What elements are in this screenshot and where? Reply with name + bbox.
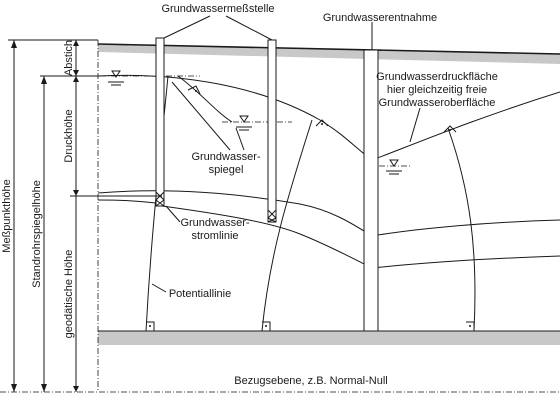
base-layer-band	[98, 331, 560, 345]
dimension-standrohrspiegelhoehe	[40, 75, 98, 392]
extraction-well	[363, 49, 379, 332]
water-level-symbol-1	[108, 70, 124, 86]
label-spiegel-2: spiegel	[209, 164, 244, 176]
potential-line-4	[177, 75, 233, 123]
leader-spiegel-2	[235, 127, 245, 151]
label-potentiallinie: Potentiallinie	[169, 288, 231, 300]
streamline-3b	[371, 255, 560, 269]
leader-potentiallinie	[151, 283, 167, 293]
label-gw-entnahme: Grundwasserentnahme	[323, 12, 437, 24]
pressure-surface-curve	[97, 74, 560, 161]
leader-messstelle-2	[225, 15, 273, 41]
streamline-3	[161, 205, 373, 269]
potential-line-3	[447, 127, 476, 332]
label-druckflaeche-3: Grundwasseroberfläche	[379, 97, 496, 109]
label-druckhoehe: Druckhöhe	[63, 109, 75, 162]
leader-spiegel-1	[171, 81, 231, 151]
label-stromlinie-2: stromlinie	[191, 230, 238, 242]
ground-surface-band	[98, 44, 560, 64]
leader-stromlinie	[165, 205, 181, 223]
label-stromlinie-1: Grundwasser-	[180, 217, 249, 229]
dimension-geodaetische-hoehe	[73, 196, 79, 392]
leader-druckflaeche	[409, 107, 421, 143]
label-druckflaeche-2: hier gleichzeitig freie	[387, 84, 487, 96]
label-abstich: Abstich	[63, 40, 75, 76]
label-geodaetische-hoehe: geodätische Höhe	[63, 250, 75, 339]
water-level-symbol-2	[236, 115, 252, 131]
dimension-druckhoehe	[70, 76, 162, 197]
label-standrohrspiegelhoehe: Standrohrspiegelhöhe	[31, 180, 43, 288]
right-angle-markers	[146, 85, 475, 331]
dimension-messpunkthoehe	[8, 39, 98, 392]
streamline-2	[97, 199, 163, 205]
ground-surface-line	[97, 43, 560, 55]
leader-messstelle-1	[163, 15, 211, 39]
streamline-1b	[371, 219, 560, 237]
label-druckflaeche-1: Grundwasserdruckfläche	[376, 71, 498, 83]
label-messpunkthoehe: Meßpunkthöhe	[1, 179, 13, 252]
label-spiegel-1: Grundwasser-	[191, 151, 260, 163]
water-level-symbol-3	[386, 159, 402, 175]
label-gw-messstelle: Grundwassermeßstelle	[161, 3, 274, 15]
observation-well-1	[155, 37, 165, 207]
observation-well-2	[267, 39, 277, 223]
potential-line-2	[261, 119, 313, 332]
label-bezugsebene: Bezugsebene, z.B. Normal-Null	[234, 375, 387, 387]
dimension-abstich	[73, 40, 79, 76]
